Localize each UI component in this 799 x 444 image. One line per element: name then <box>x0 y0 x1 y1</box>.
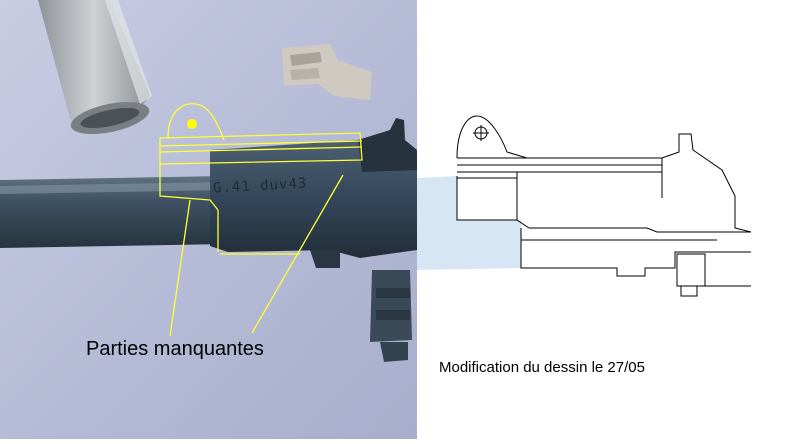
lower-receiver-drawing <box>520 228 751 277</box>
pointer-line-right <box>251 174 344 334</box>
missing-parts-outline <box>159 103 363 337</box>
barrel-drawing <box>417 176 521 270</box>
gas-tube <box>38 0 152 135</box>
drawing-caption: Modification du dessin le 27/05 <box>439 359 645 376</box>
trigger-block-drawing <box>676 253 706 287</box>
sight-dot <box>187 119 197 129</box>
top-rail-drawing <box>457 133 752 233</box>
drawing-panel: Modification du dessin le 27/05 <box>417 0 799 439</box>
pointer-line-left <box>169 199 191 337</box>
photo-panel: G.41 duv43 Parties manquantes <box>0 0 417 439</box>
rifle-photo <box>0 0 417 439</box>
front-block-outline <box>159 164 219 211</box>
technical-drawing <box>417 115 752 297</box>
missing-parts-label: Parties manquantes <box>86 338 264 360</box>
receiver <box>210 118 417 362</box>
front-block-drawing <box>456 176 751 233</box>
front-sight-outline <box>167 103 225 141</box>
loose-part <box>282 44 372 100</box>
top-rail-outline <box>159 132 363 165</box>
barrel <box>0 176 228 248</box>
front-sight-drawing <box>456 115 528 159</box>
